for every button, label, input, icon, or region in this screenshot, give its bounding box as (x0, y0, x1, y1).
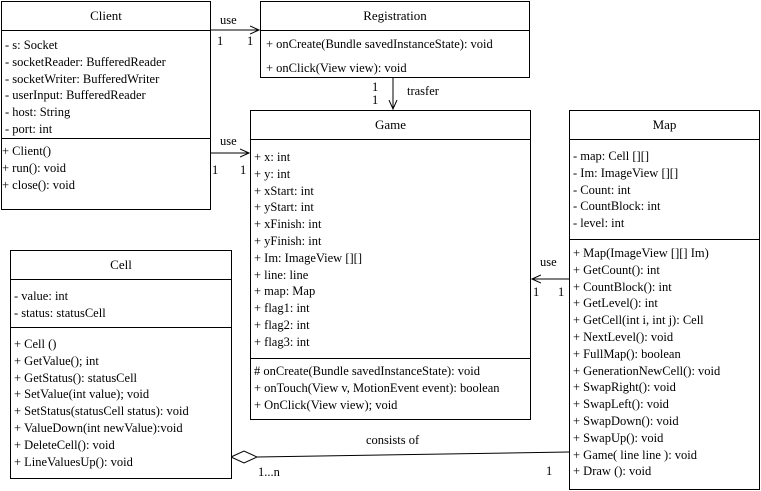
attributes-section: - s: Socket - socketReader: BufferedRead… (2, 31, 210, 139)
method: + close(): void (2, 177, 76, 192)
method: + GetValue(); int (14, 353, 99, 368)
attributes-section: + x: int + y: int + xStart: int + yStart… (251, 140, 530, 359)
methods-section: + onCreate(Bundle savedInstanceState): v… (261, 31, 529, 79)
registration-game-from-multiplicity: 1 (372, 80, 379, 94)
map-game-label: use (540, 255, 557, 269)
attribute: - map: Cell [][] (573, 149, 650, 163)
client-registration-label: use (220, 13, 237, 27)
class-map[interactable]: Map - map: Cell [][] - Im: ImageView [][… (569, 110, 760, 490)
attribute: - userInput: BufferedReader (5, 88, 146, 103)
cell-map-cell-multiplicity: 1...n (258, 465, 280, 479)
method: + Draw (): void (573, 464, 652, 479)
aggregation-diamond (229, 450, 259, 464)
client-registration-from-multiplicity: 1 (217, 34, 224, 48)
method: + Game( line line ): void (573, 447, 698, 462)
method: + SwapUp(): void (573, 430, 664, 445)
attribute: - CountBlock: int (573, 199, 661, 214)
method: + Client() (2, 144, 52, 158)
cell-map-aggregation-line (256, 451, 570, 458)
attribute: + Im: ImageView [][] (254, 250, 362, 265)
attribute: + line: line (254, 267, 309, 282)
attribute: - socketWriter: BufferedWriter (5, 71, 160, 86)
client-registration-to-multiplicity: 1 (247, 34, 254, 48)
method: + GetCell(int i, int j): Cell (573, 313, 704, 328)
method: + SetStatus(statusCell status): void (14, 404, 189, 419)
method: + ValueDown(int newValue):void (14, 420, 183, 435)
attribute: + flag3: int (254, 334, 310, 349)
method: + OnClick(View view); void (254, 397, 398, 412)
attribute: - value: int (14, 289, 69, 303)
method: + GetLevel(): int (573, 296, 658, 311)
client-game-to-multiplicity: 1 (240, 163, 247, 177)
class-name: Cell (11, 251, 231, 280)
methods-section: + Cell () + GetValue(); int + GetStatus(… (11, 328, 231, 473)
method: + SwapDown(): void (573, 413, 679, 428)
attribute: - host: String (5, 105, 71, 120)
attribute: + map: Map (254, 284, 316, 299)
method: + onCreate(Bundle savedInstanceState): v… (266, 37, 493, 51)
method: + LineValuesUp(): void (14, 454, 133, 469)
client-game-from-multiplicity: 1 (212, 163, 219, 177)
attribute: + yStart: int (254, 200, 314, 215)
method: + Map(ImageView [][] Im) (573, 246, 709, 260)
attribute: + yFinish: int (254, 233, 322, 248)
class-name: Registration (261, 2, 529, 31)
method: + NextLevel(): void (573, 329, 674, 344)
method: + GetStatus(): statusCell (14, 370, 138, 385)
method: + DeleteCell(): void (14, 437, 115, 452)
attribute: + flag2: int (254, 317, 310, 332)
method: + GetCount(): int (573, 262, 660, 277)
attribute: - status: statusCell (14, 305, 106, 320)
attribute: + y: int (254, 166, 291, 181)
method: + CountBlock(): int (573, 279, 672, 294)
attribute: + xStart: int (254, 183, 314, 198)
methods-section: + Client() + run(): void + close(): void (2, 139, 210, 196)
map-game-to-multiplicity: 1 (533, 285, 540, 299)
method: + FullMap(): boolean (573, 346, 681, 361)
attributes-section: - map: Cell [][] - Im: ImageView [][] - … (570, 140, 759, 240)
method: + SetValue(int value); void (14, 387, 150, 402)
attribute: + x: int (254, 150, 291, 164)
registration-game-to-multiplicity: 1 (372, 93, 379, 107)
method: + SwapLeft(): void (573, 397, 669, 412)
class-name: Client (2, 2, 210, 31)
attribute: + xFinish: int (254, 217, 322, 232)
attributes-section: - value: int - status: statusCell (11, 280, 231, 328)
method: + onTouch(View v, MotionEvent event): bo… (254, 380, 500, 395)
attribute: - socketReader: BufferedReader (5, 54, 166, 69)
client-game-label: use (220, 134, 237, 148)
cell-map-label: consists of (366, 433, 420, 447)
methods-section: # onCreate(Bundle savedInstanceState): v… (251, 359, 530, 416)
class-game[interactable]: Game + x: int + y: int + xStart: int + y… (250, 110, 531, 420)
method: # onCreate(Bundle savedInstanceState): v… (254, 364, 480, 378)
attribute: - Count: int (573, 182, 631, 197)
methods-section: + Map(ImageView [][] Im) + GetCount(): i… (570, 240, 759, 483)
attribute: - port: int (5, 121, 53, 136)
attribute: - level: int (573, 216, 625, 231)
method: + onClick(View view): void (266, 61, 407, 75)
class-name: Map (570, 111, 759, 140)
method: + GenerationNewCell(): void (573, 363, 721, 378)
attribute: + flag1: int (254, 301, 310, 316)
method: + Cell () (14, 337, 57, 351)
class-client[interactable]: Client - s: Socket - socketReader: Buffe… (1, 1, 211, 210)
class-cell[interactable]: Cell - value: int - status: statusCell +… (10, 250, 232, 479)
class-registration[interactable]: Registration + onCreate(Bundle savedInst… (260, 1, 530, 78)
attribute: - s: Socket (5, 38, 58, 52)
class-name: Game (251, 111, 530, 140)
attribute: - Im: ImageView [][] (573, 165, 679, 180)
registration-game-label: trasfer (407, 84, 439, 98)
method: + SwapRight(): void (573, 380, 676, 395)
map-game-from-multiplicity: 1 (558, 285, 565, 299)
cell-map-map-multiplicity: 1 (546, 464, 553, 478)
method: + run(): void (2, 160, 66, 175)
